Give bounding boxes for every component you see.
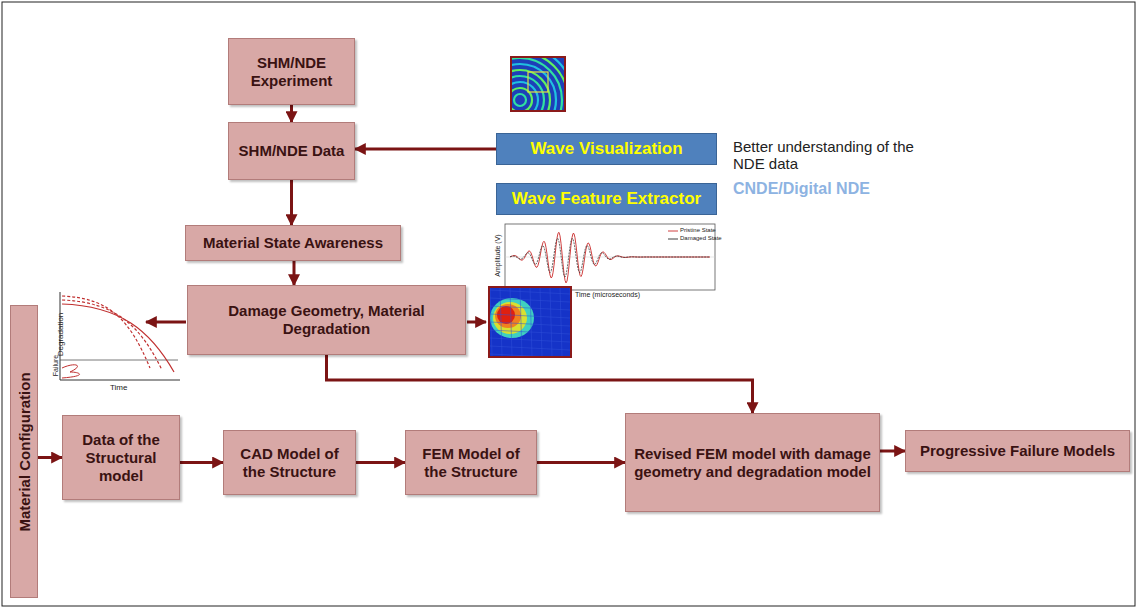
process-box: SHM/NDE Experiment [228,38,355,105]
process-box: CAD Model of the Structure [223,430,356,495]
node-text: Revised FEM model with damage geometry a… [632,445,873,481]
flow-arrow [290,180,293,225]
legend-text: Pristine State [680,227,716,233]
axis-label: Failure [52,351,59,381]
node-text: SHM/NDE Experiment [235,54,348,90]
process-box: SHM/NDE Data [228,122,355,180]
process-box: Damage Geometry, Material Degradation [187,285,466,355]
node-text: Damage Geometry, Material Degradation [194,302,459,338]
axis-label: Time (microseconds) [575,291,655,298]
pointer-arrow [146,321,186,324]
flow-arrow [880,450,905,453]
flow-arrow [180,461,223,464]
legend-text: Damaged State [680,235,716,241]
note-text: Better understanding of the NDE data [733,138,948,172]
flow-arrow [38,456,62,459]
node-text: Data of the Structural model [69,431,173,485]
node-text: Progressive Failure Models [920,442,1115,460]
axis-label: Time [110,383,140,392]
process-box: Data of the Structural model [62,415,180,500]
flow-arrow [327,355,753,413]
process-box: Material State Awareness [185,225,401,261]
axis-label: Amplitude (V) [494,226,501,286]
process-box: Progressive Failure Models [905,430,1130,472]
flow-arrow [293,261,296,285]
node-text: Wave Feature Extractor [512,189,701,209]
signal-chart [505,224,715,290]
tool-box: Wave Feature Extractor [496,183,717,215]
damage-image [488,286,572,358]
node-text: Material State Awareness [203,234,383,252]
degradation-plot [60,292,180,380]
node-text: FEM Model of the Structure [412,445,530,481]
flow-arrow [290,105,293,122]
side-band: Material Configuration [10,305,38,598]
node-text: SHM/NDE Data [239,142,345,160]
flow-arrow [537,461,625,464]
note-text: CNDE/Digital NDE [733,180,933,198]
node-text: Wave Visualization [530,139,682,159]
flow-arrow [356,461,405,464]
node-text: Material Configuration [16,372,33,531]
pointer-arrow [467,321,486,324]
tool-box: Wave Visualization [496,133,717,165]
process-box: Revised FEM model with damage geometry a… [625,413,880,512]
flow-arrow [355,148,496,151]
node-text: CAD Model of the Structure [230,445,349,481]
process-box: FEM Model of the Structure [405,430,537,495]
